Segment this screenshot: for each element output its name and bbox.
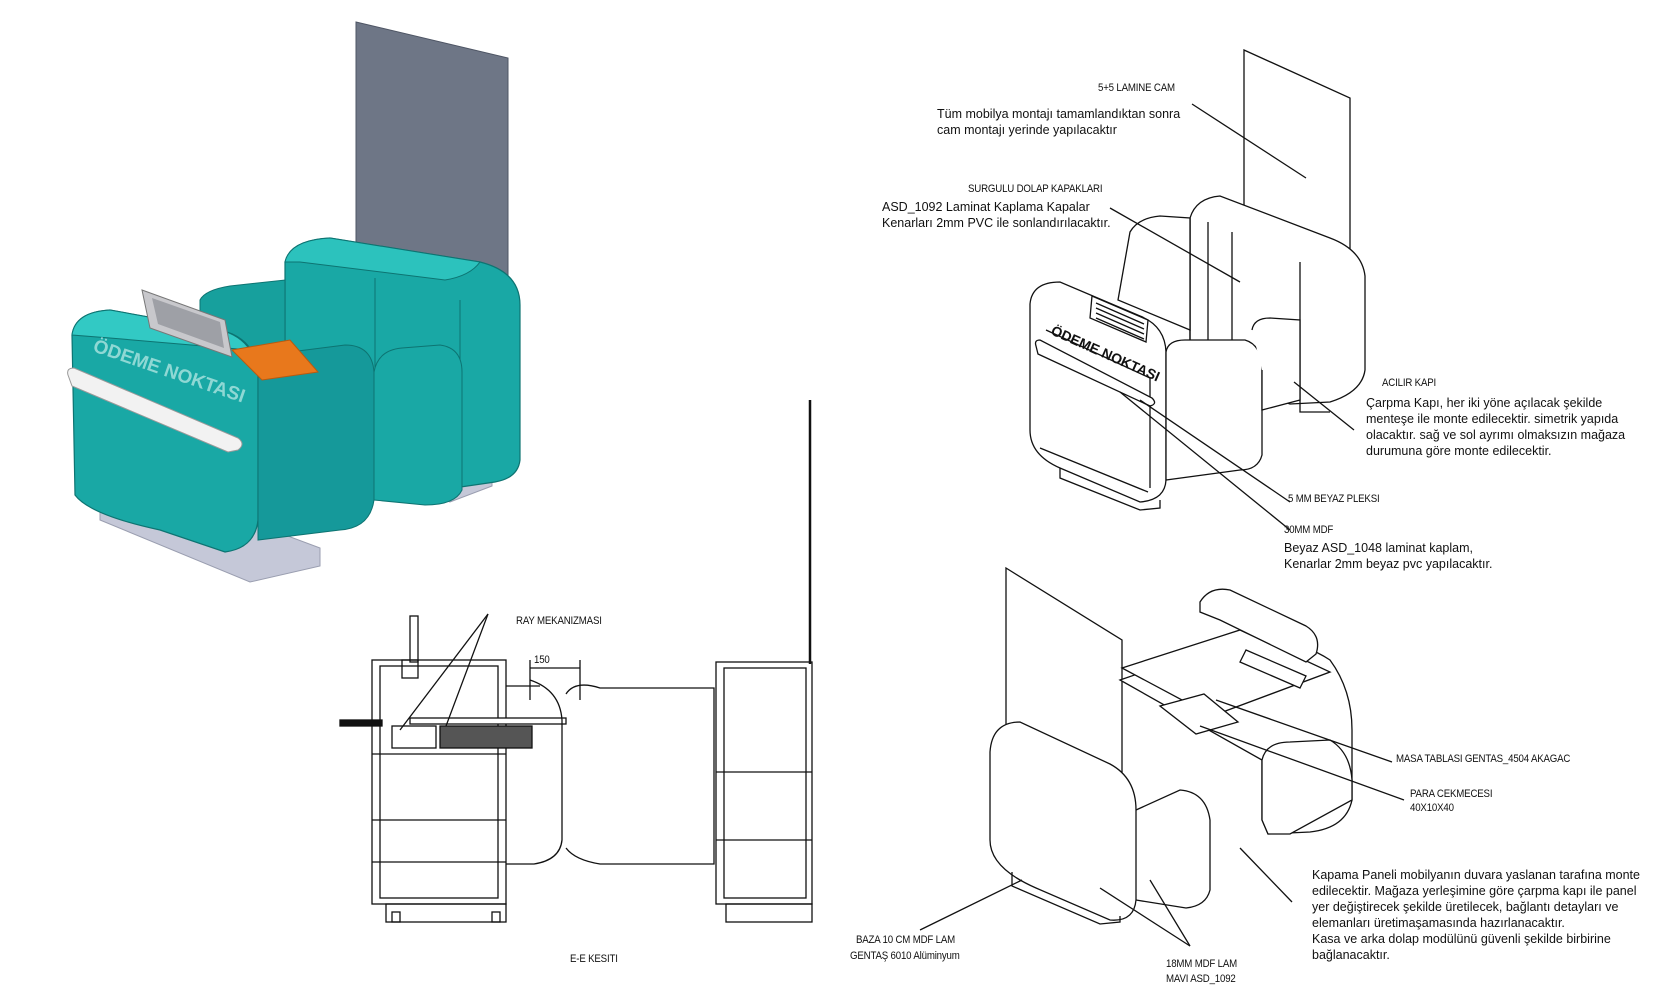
iso-bottom-drawer (1158, 693, 1240, 735)
mdf-title: 30MM MDF (1284, 524, 1334, 536)
iso-top-side-door (1165, 339, 1263, 481)
panel-note-6: bağlanacaktır. (1312, 948, 1390, 962)
plexi-label: 5 MM BEYAZ PLEKSI (1288, 493, 1380, 505)
swing-title: ACILIR KAPI (1382, 377, 1437, 389)
swing-note-3: olacaktır. sağ ve sol ayrımı olmaksızın … (1366, 428, 1626, 442)
iso-bottom-drawing (919, 566, 1405, 947)
section-desk (409, 717, 567, 725)
panel-note-1: Kapama Paneli mobilyanın duvara yaslanan… (1312, 868, 1640, 882)
leader-plexi (1139, 399, 1291, 503)
rear-cabinet-top (284, 237, 481, 281)
leader-tabletop (1215, 699, 1393, 763)
tabletop-label: MASA TABLASI GENTAS_4504 AKAGAC (1396, 753, 1571, 765)
drawer-label-1: PARA CEKMECESI (1410, 788, 1493, 800)
desk-top-render (230, 339, 319, 381)
leader-mdf18-a (1099, 887, 1191, 947)
iso-top-plexi (1034, 339, 1156, 407)
dim-label: 150 (534, 654, 550, 666)
mdf18-label-2: MAVI ASD_1092 (1166, 973, 1236, 985)
leader-mdf (1119, 391, 1291, 531)
iso-top-wing (1117, 215, 1191, 331)
base-label-2: GENTAŞ 6010 Alüminyum (850, 950, 960, 962)
mdf-note-1: Beyaz ASD_1048 laminat kaplam, (1284, 541, 1473, 555)
doors-title: SURGULU DOLAP KAPAKLARI (968, 183, 1103, 195)
swing-note-1: Çarpma Kapı, her iki yöne açılacak şekil… (1366, 396, 1603, 410)
leader-doors (1109, 207, 1241, 283)
rail-label: RAY MEKANIZMASI (516, 615, 602, 627)
iso-top-drawing: ÖDEME NOKTASI (1029, 48, 1366, 531)
mdf18-label-1: 18MM MDF LAM (1166, 958, 1238, 970)
checkout-counter-render: ÖDEME NOKTASI (67, 21, 521, 583)
panel-note-4: elemanları üretimaşamasında hazırlanacak… (1312, 916, 1565, 930)
leader-mdf18-b (1149, 879, 1191, 947)
section-title: E-E KESITI (570, 953, 618, 965)
leader-glass (1191, 103, 1307, 179)
section-drawing (339, 400, 813, 923)
base-label-1: BAZA 10 CM MDF LAM (856, 934, 956, 946)
panel-note-2: edilecektir. Mağaza yerleşimine göre çar… (1312, 884, 1637, 898)
plexi-bar-render (67, 367, 243, 453)
doors-note-1: ASD_1092 Laminat Kaplama Kapalar (882, 200, 1090, 214)
section-right-unit (715, 661, 813, 905)
glass-note-2: cam montajı yerinde yapılacaktır (937, 123, 1117, 137)
leader-base (919, 879, 1023, 931)
mdf-note-2: Kenarlar 2mm beyaz pvc yapılacaktır. (1284, 557, 1493, 571)
glass-panel-render (355, 21, 509, 277)
panel-note-3: yer değiştirecek şekilde üretilecek, bağ… (1312, 900, 1619, 914)
glass-note-1: Tüm mobilya montajı tamamlandıktan sonra (937, 107, 1181, 121)
leader-panel (1239, 847, 1293, 903)
swing-door-render (373, 344, 463, 506)
swing-note-2: menteşe ile monte edilecektir. simetrik … (1366, 412, 1619, 426)
glass-title: 5+5 LAMINE CAM (1098, 82, 1175, 94)
panel-note-5: Kasa ve arka dolap modülünü güvenli şeki… (1312, 932, 1611, 946)
swing-note-4: durumuna göre monte edilecektir. (1366, 444, 1552, 458)
iso-top-terminal (1089, 295, 1149, 343)
card-terminal-render (141, 289, 233, 358)
leader-rail (445, 613, 489, 727)
section-left-unit (371, 659, 507, 905)
drawer-label-2: 40X10X40 (1410, 802, 1454, 814)
doors-note-2: Kenarları 2mm PVC ile sonlandırılacaktır… (882, 216, 1111, 230)
leader-drawer (1199, 725, 1405, 801)
leader-swing (1293, 381, 1355, 431)
